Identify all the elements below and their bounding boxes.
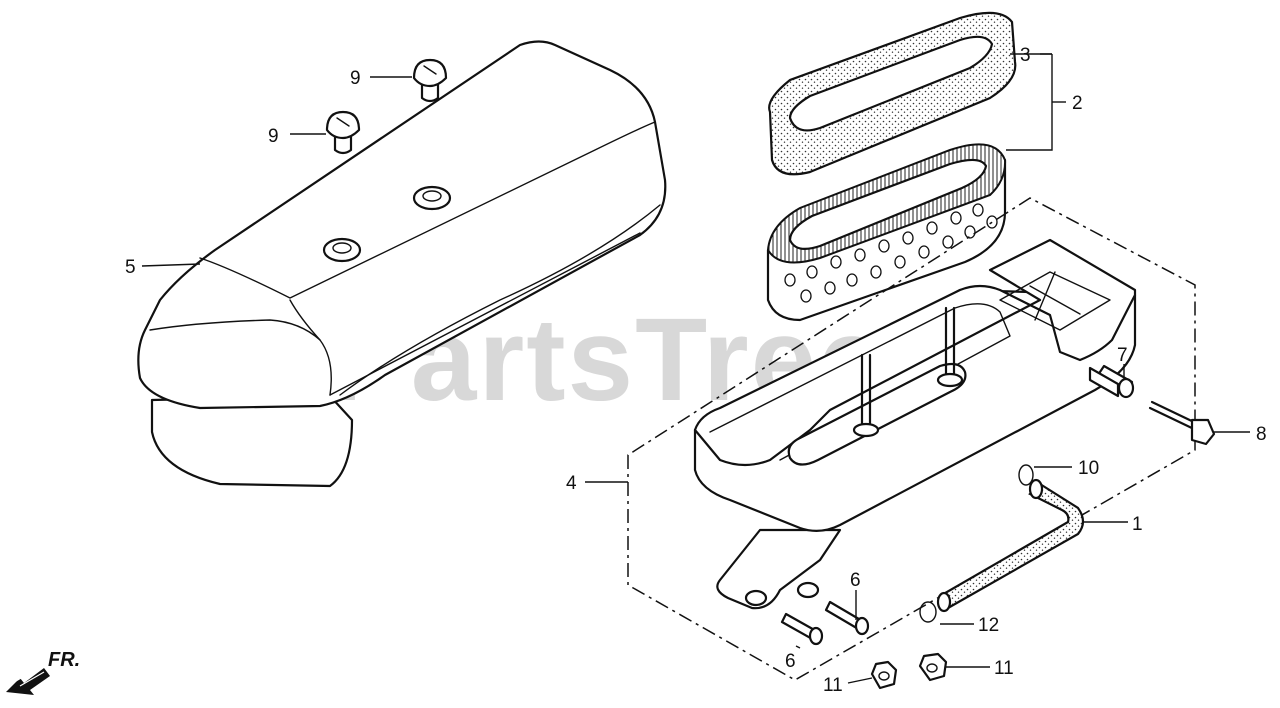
clip-12 (919, 601, 937, 623)
collar-7 (1088, 364, 1135, 399)
callout-10: 10 (1078, 458, 1099, 479)
screw-9-upper (412, 58, 448, 103)
callout-8: 8 (1256, 424, 1267, 445)
callout-1: 1 (1132, 514, 1143, 535)
callout-5: 5 (125, 257, 136, 278)
callout-11-left: 11 (823, 675, 843, 696)
foam-element (768, 11, 1017, 176)
screw-9-lower (325, 110, 361, 155)
callout-9-upper: 9 (350, 68, 361, 89)
callout-7: 7 (1117, 345, 1128, 366)
clip-10 (1018, 464, 1034, 486)
nut-11-left (870, 660, 898, 690)
paper-element (766, 143, 1007, 322)
callout-6-upper: 6 (850, 570, 861, 591)
callout-6-lower: 6 (785, 651, 796, 672)
callout-9-lower: 9 (268, 126, 279, 147)
air-cleaner-case (627, 197, 1196, 681)
leader-lines (141, 53, 1250, 684)
callout-4: 4 (566, 473, 577, 494)
callout-2: 2 (1072, 93, 1083, 114)
breather-tube (936, 478, 1085, 613)
callout-3: 3 (1020, 45, 1031, 66)
collar-6-right (824, 600, 870, 636)
callout-12: 12 (978, 615, 999, 636)
callout-11-right: 11 (994, 658, 1014, 679)
nut-11-right (918, 652, 948, 682)
collar-6-left (780, 612, 824, 646)
air-cleaner-cover (137, 40, 667, 488)
bolt-8 (1148, 400, 1216, 446)
front-direction-label: FR. (48, 649, 80, 671)
front-direction-arrow (6, 666, 50, 695)
